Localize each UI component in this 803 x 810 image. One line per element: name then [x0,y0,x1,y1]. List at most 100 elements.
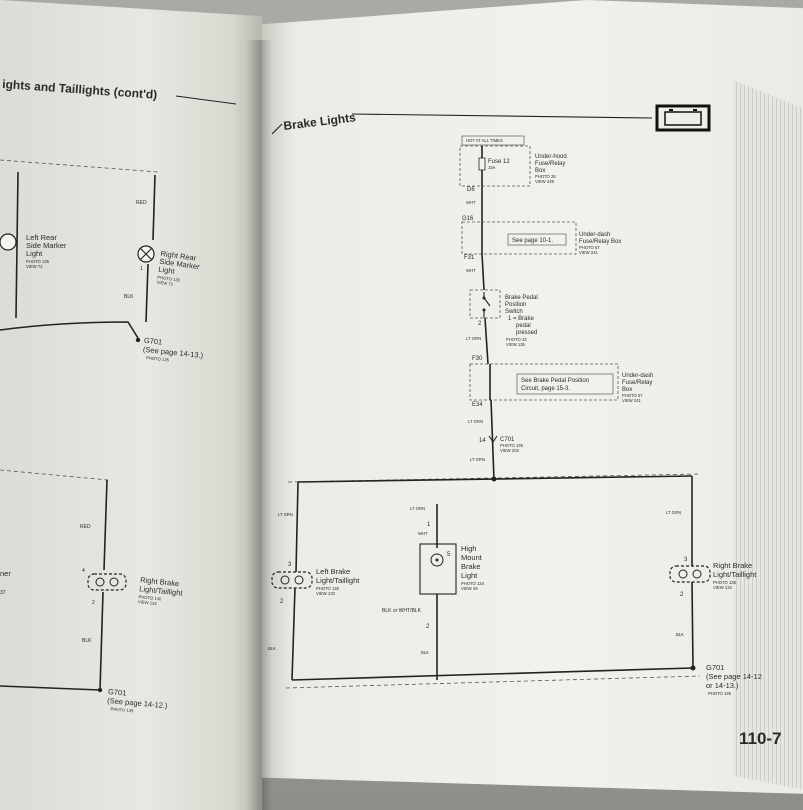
right-marker-title-3: Light [158,265,176,276]
underdash-1-note: See page 10-1. [512,238,553,244]
wire-red-top: RED [136,200,147,206]
brake-filament-icon [95,577,105,587]
left-brake-filament-icon [280,575,290,585]
underdash-2-note-2: Circuit, page 15-3. [521,386,570,392]
left-marker-wire [15,171,19,319]
underdash-2-view: VIEW 241 [622,398,642,403]
right-marker-wire-blk [145,263,149,323]
left-bottom-dashed-line [0,469,109,481]
underhood-title-1: Under-hood [535,154,567,160]
wire-red-bottom: RED [80,524,91,530]
ground-photo: PHOTO 135 [708,691,732,696]
splice-point [491,476,497,482]
high-mount-wire-bottom-label: BLK or WHT/BLK [382,608,422,614]
right-brake-blk: BLK [676,632,684,637]
high-mount-title-2: Mount [461,553,483,562]
ground-top-photo: PHOTO 135 [146,355,170,362]
wire-switch-f30 [484,317,489,365]
tail-filament-icon [109,577,119,587]
switch-title-3: Switch [505,309,523,315]
left-brake-photo: PHOTO 136 [316,586,340,591]
right-brake-wire-blk [99,591,104,691]
right-brake-lamp-icon-r [669,565,711,583]
ground-bottom-label: G701 [108,687,127,698]
switch-pin-bottom: 2 [478,321,482,327]
fuse-label: Fuse 12 [488,159,510,165]
right-brake-pin-bottom: 2 [92,600,95,606]
right-brake-title-1-r: Right Brake [713,561,752,570]
page-number: 110-7 [739,729,782,748]
underhood-view: VIEW 249 [535,179,555,184]
right-brake-photo-r: PHOTO 136 [713,580,737,585]
right-brake-wire-blk-r [691,581,694,669]
brake-switch-box [469,289,501,319]
left-brake-title-1: Left Brake [316,567,350,576]
underhood-title-2: Fuse/Relay [535,161,565,167]
left-marker-title-2: Side Marker [26,241,67,250]
underdash-box-1 [461,221,577,255]
wire-blk-bottom: BLK [82,638,92,644]
right-marker-wire-red [152,174,156,241]
spine-shadow [246,40,272,810]
c701-pin: 14 [479,438,486,444]
left-marker-photo: PHOTO 135 [26,259,50,264]
ground-bottom-point [97,687,103,693]
wire-e34-c701 [490,399,495,481]
switch-title-2: Position [505,302,526,308]
right-header-rule [271,113,653,135]
switch-note-3: pressed [516,330,537,336]
right-brake-pin-top-r: 3 [684,557,688,563]
underhood-title-3: Box [535,168,545,174]
underdash-1-note-box [507,233,567,246]
right-brake-wire-red [103,479,108,571]
left-marker-lamp-icon [0,233,17,251]
ground-ref-1: (See page 14-12 [706,672,762,681]
switch-contact-icon [483,292,491,318]
right-brake-view-r: VIEW 134 [713,585,733,590]
high-mount-pin-bottom: 2 [426,624,430,630]
left-brake-wire-label: LT GRN [278,512,293,517]
ground-top-point [135,337,141,343]
underdash-2-note-box [516,373,614,395]
underdash-1-view: VIEW 241 [579,250,599,255]
left-brake-wire-blk [291,587,296,681]
right-marker-view: VIEW 72 [156,280,174,287]
left-brake-title-2: Light/Taillight [316,576,360,585]
switch-photo: PHOTO 43 [506,337,527,342]
c701-connector-icon [488,435,498,443]
left-brake-pin-top: 3 [288,562,292,568]
conn-f31: F31 [464,255,475,261]
fuse-amps: 15A [488,165,496,170]
high-mount-title-1: High [461,544,476,553]
page-edge-stack [733,80,803,790]
left-brake-view: VIEW 133 [316,591,336,596]
lamp-filament-icon [139,247,153,261]
high-mount-title-4: Light [461,571,478,580]
left-header-rule [175,95,237,105]
hot-label: HOT AT ALL TIMES [466,138,503,143]
switch-note-2: pedal [516,323,531,329]
wire-f31-switch [481,253,485,291]
ground-dashed-line [285,675,701,689]
left-marker-title-1: Left Rear [26,233,57,242]
conn-d6: D6 [467,187,475,193]
fuse-icon [478,157,486,171]
wire-ltgrn-2: LT GRN [468,419,483,424]
high-mount-lamp-icon [430,553,444,567]
partial-text-1: ner [0,569,11,578]
ground-top-label: G701 [143,336,162,347]
right-brake-photo: PHOTO 136 [138,594,162,601]
high-mount-view: VIEW 49 [461,586,478,591]
ground-bus-bottom [0,685,101,691]
battery-body-icon [664,111,702,126]
battery-section-icon [655,104,711,132]
right-brake-pin-top: 4 [82,568,85,574]
right-marker-pin: 1 [140,266,143,272]
high-mount-photo: PHOTO 134 [461,581,485,586]
underdash-2-photo: PHOTO 57 [622,393,643,398]
underdash-1-photo: PHOTO 57 [579,245,600,250]
underdash-box-2 [469,363,619,401]
right-header: Brake Lights [283,110,357,133]
high-mount-filament-icon [435,558,439,562]
left-brake-blk: BLK [268,646,276,651]
